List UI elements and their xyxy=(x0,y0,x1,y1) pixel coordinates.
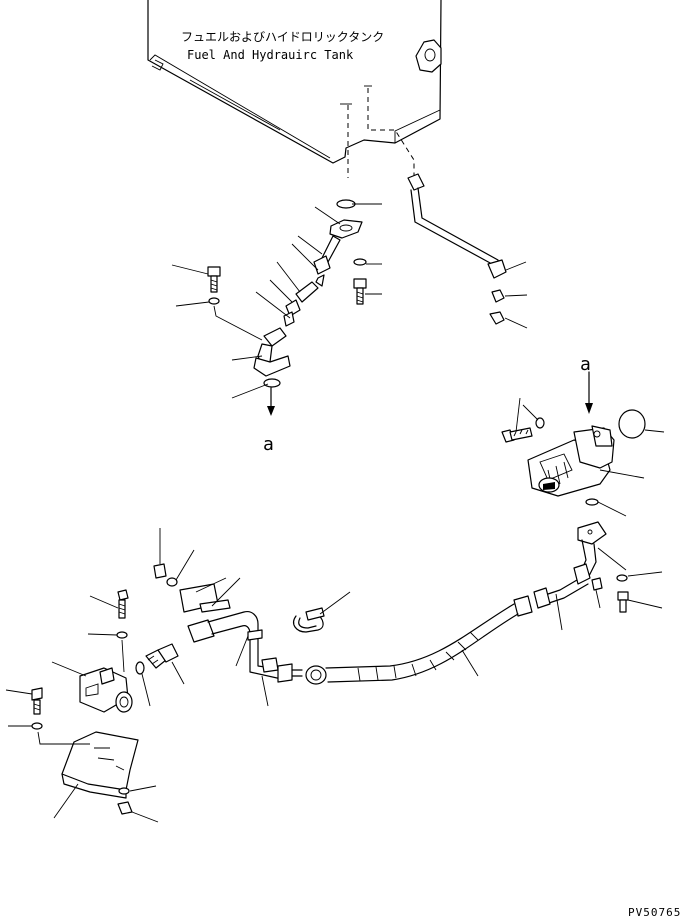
drawing-code: PV50765 xyxy=(628,906,681,919)
ref-mark-top: a xyxy=(263,434,274,455)
ref-arrow-top xyxy=(267,387,275,416)
tube-assembly xyxy=(135,563,325,683)
suction-assembly xyxy=(207,199,367,388)
tank-label-jp: フュエルおよびハイドロリックタンク xyxy=(181,30,384,44)
leader-lines-return xyxy=(504,261,528,329)
ref-mark-pump: a xyxy=(580,354,591,375)
leader-lines-top xyxy=(171,203,382,399)
return-pipe xyxy=(407,173,507,325)
leader-lines-tube xyxy=(141,528,351,707)
leader-lines-pump xyxy=(515,397,665,517)
hydraulic-pump xyxy=(501,409,646,506)
valve-assembly xyxy=(31,589,139,815)
tank-label-en: Fuel And Hydrauirc Tank xyxy=(187,48,354,62)
leader-lines-hose xyxy=(461,547,663,677)
ref-arrow-pump xyxy=(585,371,593,414)
hose-assembly xyxy=(305,521,629,685)
leader-lines-valve xyxy=(5,595,159,823)
fuel-hydraulic-tank xyxy=(147,0,442,178)
